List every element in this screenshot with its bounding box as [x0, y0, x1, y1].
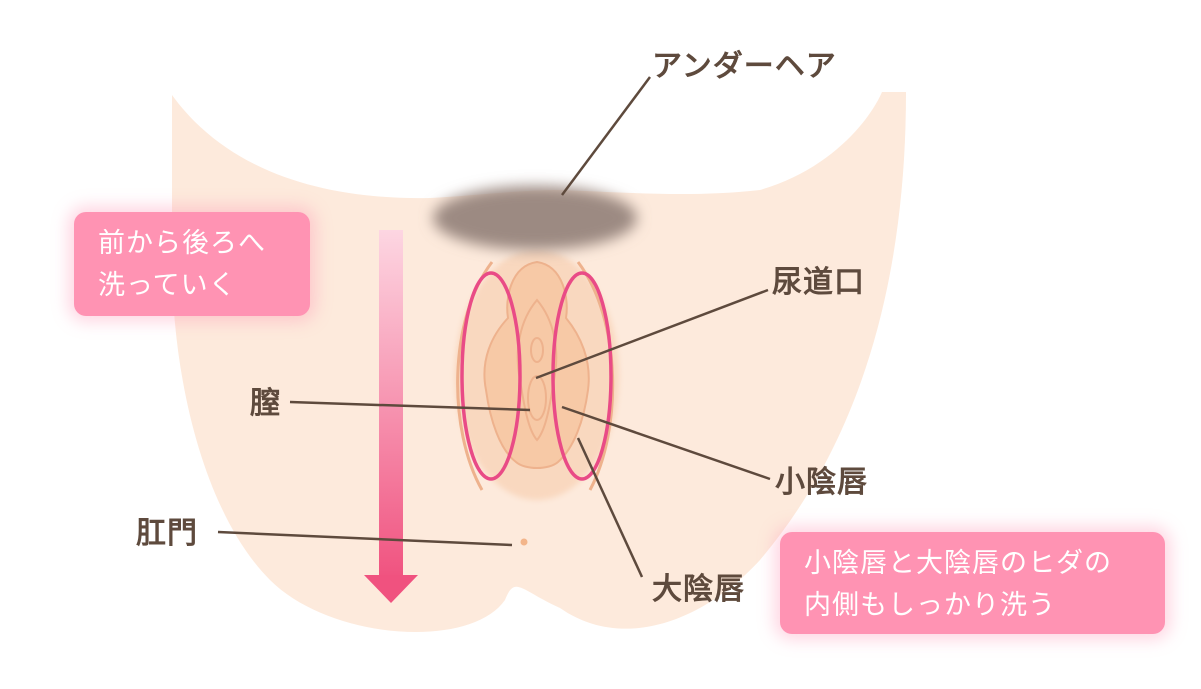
- label-urethra: 尿道口: [772, 265, 865, 300]
- leader-lines: [217, 76, 771, 578]
- label-labia-minora: 小陰唇: [775, 465, 868, 500]
- note-folds: 小陰唇と大陰唇のヒダの 内側もしっかり洗う: [780, 532, 1165, 634]
- note-front-to-back: 前から後ろへ 洗っていく: [74, 212, 310, 316]
- leader-labia-majora: [576, 437, 644, 578]
- leader-labia-minora: [561, 405, 771, 481]
- label-anus: 肛門: [136, 516, 198, 551]
- vagina-mark: [527, 375, 547, 421]
- label-underhair: アンダーヘア: [652, 49, 837, 84]
- anus-dot: [520, 538, 528, 546]
- leader-underhair: [560, 76, 652, 196]
- leader-anus: [217, 530, 513, 547]
- note-front-to-back-line1: 前から後ろへ: [98, 228, 266, 259]
- urethra-mark: [530, 337, 544, 363]
- note-front-to-back-line2: 洗っていく: [98, 270, 237, 301]
- label-vagina: 膣: [250, 386, 281, 421]
- underhair-shape: [433, 186, 637, 250]
- highlight-ring-right: [551, 271, 613, 481]
- highlight-ring-left: [460, 271, 522, 481]
- leader-urethra: [535, 288, 769, 380]
- note-folds-line1: 小陰唇と大陰唇のヒダの: [804, 548, 1112, 579]
- note-folds-line2: 内側もしっかり洗う: [804, 590, 1056, 621]
- label-labia-majora: 大陰唇: [652, 572, 745, 607]
- direction-arrow-head: [364, 575, 418, 603]
- leader-vagina: [289, 400, 531, 412]
- labia-minora-shape: [483, 260, 590, 469]
